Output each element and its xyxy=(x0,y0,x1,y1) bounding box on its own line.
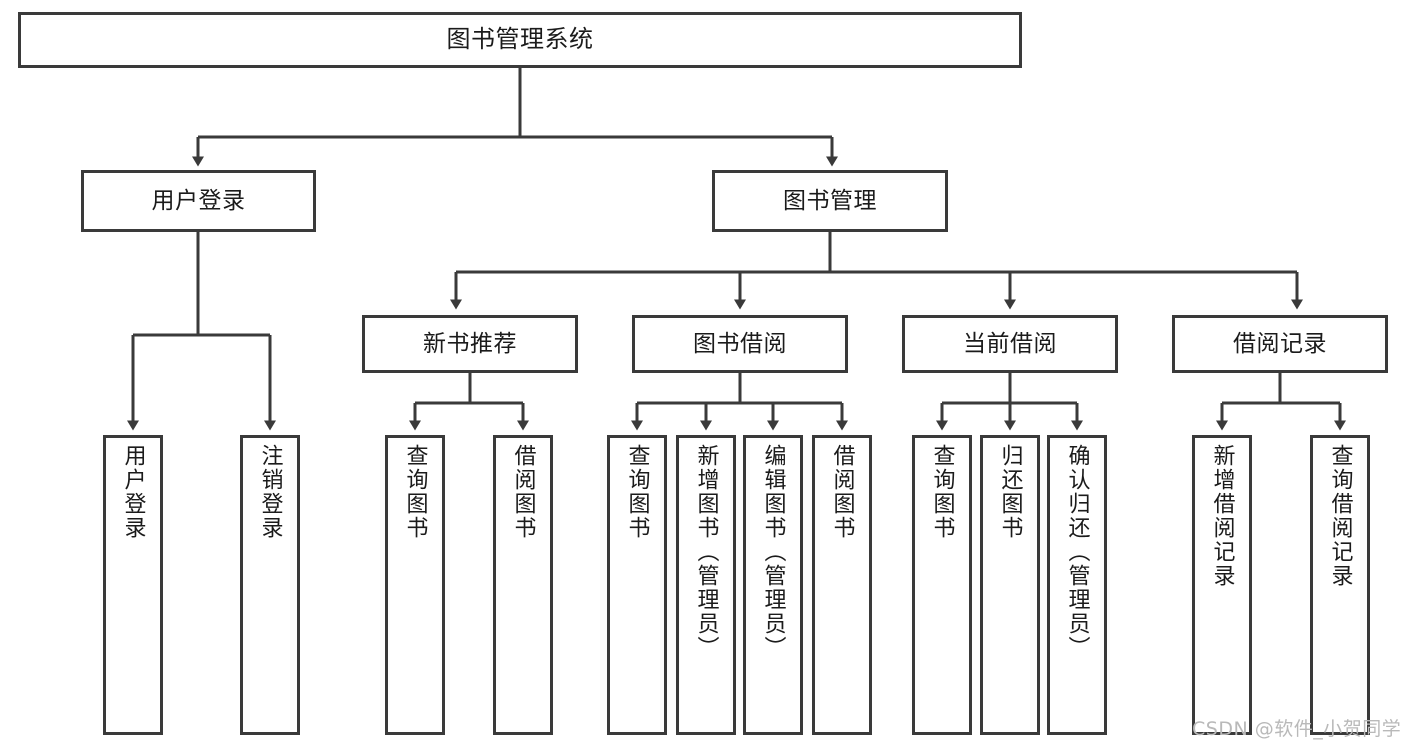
leaf-borrow-book-2-label: 借阅图书 xyxy=(829,444,855,540)
leaf-add-book-label: 新增图书（管理员） xyxy=(693,444,719,660)
node-current-borrow-label: 当前借阅 xyxy=(963,330,1057,357)
watermark: CSDN @软件_小贺同学 xyxy=(1192,718,1402,740)
node-book-borrow[interactable]: 图书借阅 xyxy=(632,315,848,373)
leaf-return-book[interactable]: 归还图书 xyxy=(980,435,1040,735)
node-root[interactable]: 图书管理系统 xyxy=(18,12,1022,68)
node-book-borrow-label: 图书借阅 xyxy=(693,330,787,357)
leaf-logout[interactable]: 注销登录 xyxy=(240,435,300,735)
node-user-login[interactable]: 用户登录 xyxy=(81,170,316,232)
leaf-add-record-label: 新增借阅记录 xyxy=(1209,444,1235,588)
leaf-user-login[interactable]: 用户登录 xyxy=(103,435,163,735)
node-book-management-label: 图书管理 xyxy=(783,187,877,214)
leaf-query-book-2-label: 查询图书 xyxy=(624,444,650,540)
leaf-user-login-label: 用户登录 xyxy=(120,444,146,540)
leaf-query-record[interactable]: 查询借阅记录 xyxy=(1310,435,1370,735)
node-root-label: 图书管理系统 xyxy=(446,25,594,54)
leaf-query-record-label: 查询借阅记录 xyxy=(1327,444,1353,588)
leaf-add-record[interactable]: 新增借阅记录 xyxy=(1192,435,1252,735)
leaf-borrow-book-1-label: 借阅图书 xyxy=(510,444,536,540)
leaf-add-book[interactable]: 新增图书（管理员） xyxy=(676,435,736,735)
leaf-query-book-3-label: 查询图书 xyxy=(929,444,955,540)
leaf-query-book-1[interactable]: 查询图书 xyxy=(385,435,445,735)
leaf-logout-label: 注销登录 xyxy=(257,444,283,540)
node-borrow-record-label: 借阅记录 xyxy=(1233,330,1327,357)
node-user-login-label: 用户登录 xyxy=(151,187,246,214)
leaf-query-book-2[interactable]: 查询图书 xyxy=(607,435,667,735)
node-new-book-recommend[interactable]: 新书推荐 xyxy=(362,315,578,373)
leaf-edit-book-label: 编辑图书（管理员） xyxy=(760,444,786,660)
node-borrow-record[interactable]: 借阅记录 xyxy=(1172,315,1388,373)
leaf-query-book-1-label: 查询图书 xyxy=(402,444,428,540)
leaf-borrow-book-1[interactable]: 借阅图书 xyxy=(493,435,553,735)
leaf-borrow-book-2[interactable]: 借阅图书 xyxy=(812,435,872,735)
node-current-borrow[interactable]: 当前借阅 xyxy=(902,315,1118,373)
leaf-confirm-return[interactable]: 确认归还（管理员） xyxy=(1047,435,1107,735)
leaf-confirm-return-label: 确认归还（管理员） xyxy=(1064,444,1090,660)
leaf-edit-book[interactable]: 编辑图书（管理员） xyxy=(743,435,803,735)
leaf-query-book-3[interactable]: 查询图书 xyxy=(912,435,972,735)
node-book-management[interactable]: 图书管理 xyxy=(712,170,948,232)
leaf-return-book-label: 归还图书 xyxy=(997,444,1023,540)
node-new-book-recommend-label: 新书推荐 xyxy=(423,330,517,357)
